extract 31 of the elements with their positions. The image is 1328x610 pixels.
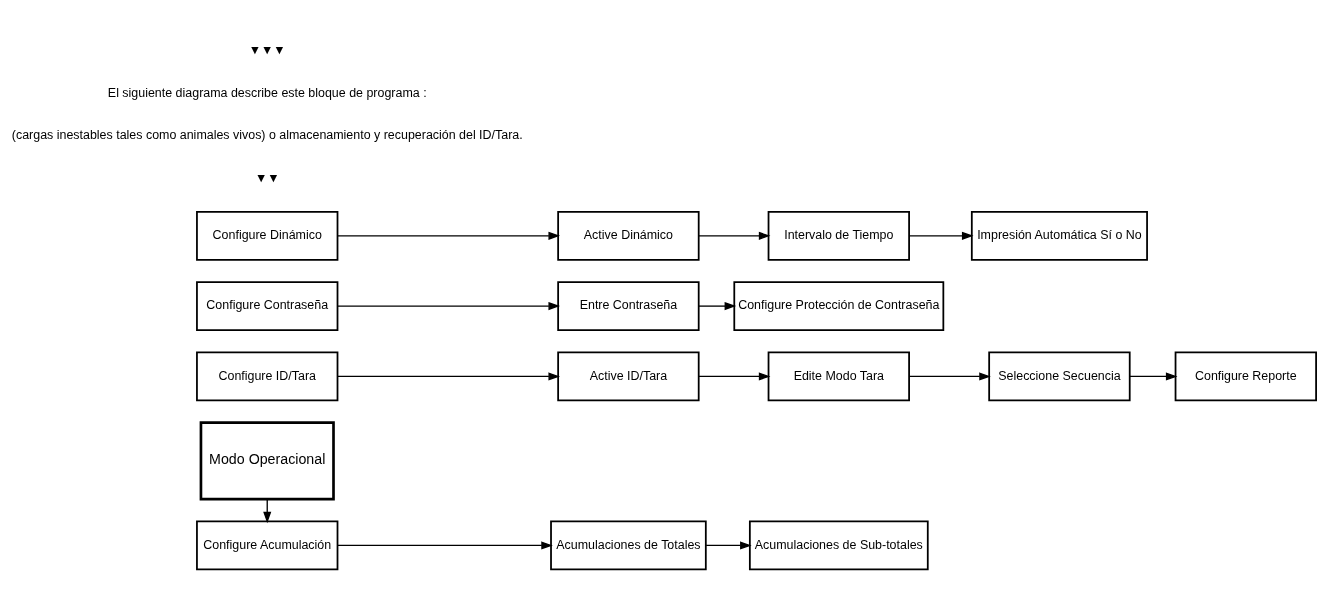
label: (cargas inestables tales como animales vivos) o almacenamiento y recuperación del ID/Tara. (11, 128, 523, 143)
arrow (908, 372, 991, 381)
node-box: Modo Operacional (199, 421, 335, 501)
node-box: Configure Protección de Contraseña (733, 281, 945, 331)
arrow (698, 372, 771, 381)
node-box: Configure Dinámico (196, 210, 339, 261)
arrow (705, 541, 752, 550)
arrow (337, 231, 560, 240)
node-box: Acumulaciones de Sub-totales (748, 520, 929, 571)
node-box: Edite Modo Tara (767, 351, 910, 402)
node-box: Configure Contraseña (196, 281, 339, 331)
node-box: Seleccione Secuencia (988, 351, 1131, 402)
node-box: Entre Contraseña (557, 281, 700, 331)
label: El siguiente diagrama describe este bloque de programa : (107, 85, 427, 100)
arrow (337, 372, 560, 381)
arrow (698, 302, 737, 311)
node-box: Configure ID/Tara (196, 351, 339, 402)
label: ▼▼ (254, 171, 280, 186)
arrow (698, 231, 771, 240)
node-box: Intervalo de Tiempo (767, 210, 910, 261)
arrow (337, 302, 560, 311)
node-box: Acumulaciones de Totales (550, 520, 707, 571)
node-box: Active ID/Tara (557, 351, 700, 402)
arrow (337, 541, 553, 550)
node-box: Active Dinámico (557, 210, 700, 261)
arrow (908, 231, 974, 240)
node-box: Configure Acumulación (196, 520, 339, 571)
node-box: Configure Reporte (1174, 351, 1317, 402)
label: ▼▼▼ (248, 43, 286, 58)
arrow (1129, 372, 1178, 381)
node-box: Impresión Automática Sí o No (970, 210, 1148, 261)
